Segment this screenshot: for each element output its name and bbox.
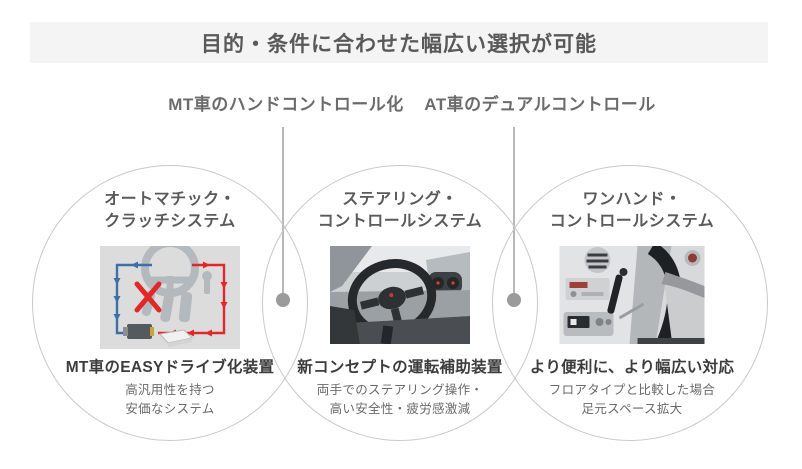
headline-3: より便利に、より幅広い対応 — [529, 359, 735, 376]
detail-1-line1: 高汎用性を持つ — [125, 383, 215, 397]
control-lever-icon — [607, 268, 645, 320]
detail-2-line1: 両手でのステアリング操作・ — [316, 383, 484, 397]
pedals-icon — [141, 271, 212, 323]
detail-2: 両手でのステアリング操作・ 高い安全性・疲労感激減 — [280, 381, 520, 419]
detail-3-line2: 足元スペース拡大 — [581, 402, 683, 416]
category-label-at: AT車のデュアルコントロール — [424, 95, 656, 114]
detail-1: 高汎用性を持つ 安価なシステム — [50, 381, 290, 419]
system-title-3-line1: ワンハンド・ — [582, 191, 682, 208]
page-title: 目的・条件に合わせた幅広い選択が可能 — [201, 32, 597, 56]
category-label-mt: MT車のハンドコントロール化 — [168, 95, 404, 114]
red-x-icon — [134, 281, 162, 313]
title-bar: 目的・条件に合わせた幅広い選択が可能 — [30, 22, 768, 63]
system-title-2: ステアリング・ コントロールシステム — [285, 189, 515, 233]
actuator-icon — [123, 324, 154, 339]
steering-wheel-icon — [647, 246, 705, 344]
radio-icon — [565, 278, 610, 300]
one-hand-control-photo-image — [559, 246, 705, 344]
detail-3-line1: フロアタイプと比較した場合 — [548, 383, 716, 397]
connector-line-right — [513, 127, 515, 297]
clutch-system-diagram-image — [100, 246, 240, 349]
detail-1-line2: 安価なシステム — [125, 402, 215, 416]
headline-2: 新コンセプトの運転補助装置 — [297, 359, 503, 376]
detail-3: フロアタイプと比較した場合 足元スペース拡大 — [512, 381, 752, 419]
system-title-1-line2: クラッチシステム — [104, 213, 236, 230]
air-vent-icon — [584, 247, 611, 273]
system-title-2-line1: ステアリング・ — [342, 191, 458, 208]
climate-display-icon — [563, 312, 614, 336]
system-title-1-line1: オートマチック・ — [104, 191, 236, 208]
system-title-3: ワンハンド・ コントロールシステム — [517, 189, 747, 233]
system-title-3-line2: コントロールシステム — [549, 213, 715, 230]
headline-1: MT車のEASYドライブ化装置 — [65, 359, 275, 376]
detail-2-line2: 高い安全性・疲労感激減 — [329, 402, 471, 416]
control-unit-icon — [159, 329, 194, 347]
system-title-1: オートマチック・ クラッチシステム — [55, 189, 285, 233]
circle-one-hand-control — [492, 165, 768, 441]
steering-control-photo-image — [330, 246, 470, 344]
connector-line-left — [282, 127, 284, 297]
system-title-2-line2: コントロールシステム — [317, 213, 483, 230]
